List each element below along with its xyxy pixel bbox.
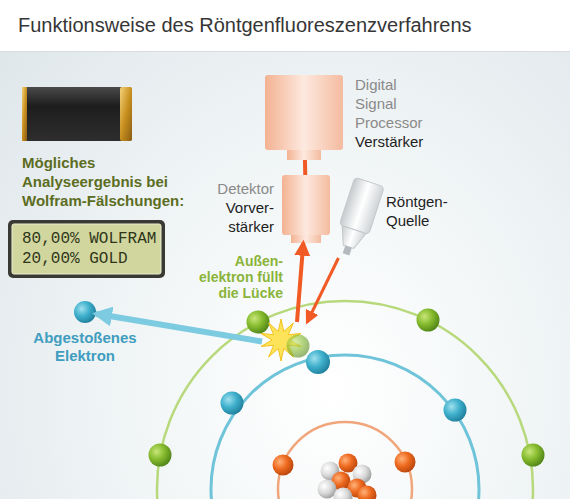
- cylinder-body: [265, 75, 343, 150]
- xray-source: Röntgen- Quelle: [335, 180, 380, 258]
- lcd-frame: [8, 220, 165, 278]
- inner-electron: [273, 455, 294, 476]
- electron-sphere: [74, 301, 96, 323]
- node-label: Röntgen- Quelle: [386, 192, 466, 230]
- source-tip: [343, 246, 352, 256]
- node-outline: [265, 75, 343, 160]
- middle-electron: [444, 399, 467, 422]
- lcd-screen: [12, 224, 161, 274]
- ejected-electron: Abgestoßenes Elektron: [74, 301, 96, 323]
- cylinder-nozzle: [291, 235, 321, 243]
- inner-shell: [278, 422, 412, 499]
- node-text: Detektor: [192, 179, 274, 198]
- outer-electron: [149, 444, 172, 467]
- connector-arrow: [303, 160, 307, 175]
- node-label: Digital Signal ProcessorVerstärker: [355, 75, 439, 151]
- outer-shell: [157, 301, 533, 499]
- node-text: Außen- elektron füllt die Lücke: [183, 253, 283, 301]
- source-body: [339, 177, 384, 234]
- node-outline: [74, 301, 96, 323]
- source-cone: [337, 226, 366, 251]
- node-text: Abgestoßenes Elektron: [15, 329, 155, 365]
- connector-arrow: [96, 314, 262, 342]
- cylinder-nozzle: [287, 150, 321, 160]
- detector-cylinder: DetektorVorver- stärker: [282, 175, 330, 243]
- node-text: Röntgen- Quelle: [386, 192, 466, 230]
- node-outline: [282, 175, 330, 243]
- node-label: DetektorVorver- stärker: [192, 179, 274, 236]
- node-text: Verstärker: [355, 132, 439, 151]
- inner-electron: [395, 452, 416, 473]
- node-outline: [262, 322, 328, 372]
- node-label: Abgestoßenes Elektron: [15, 329, 155, 365]
- page-title: Funktionsweise des Röntgenfluoreszenzver…: [18, 14, 472, 37]
- proton: [358, 486, 377, 499]
- node-text: Vorver- stärker: [192, 198, 274, 236]
- electron-burst: Außen- elektron füllt die Lücke: [262, 322, 328, 372]
- lcd-display: 80,00% WOLFRAM20,00% GOLD: [8, 220, 165, 278]
- node-text: 20,00% GOLD: [22, 249, 162, 269]
- amplifier-cylinder: Digital Signal ProcessorVerstärker: [265, 75, 343, 160]
- node-text: 80,00% WOLFRAM: [22, 229, 162, 249]
- result-caption: Mögliches Analyseergebnis bei Wolfram-Fä…: [22, 153, 194, 210]
- outer-electron: [522, 444, 545, 467]
- outer-electron: [247, 311, 270, 334]
- node-label: 80,00% WOLFRAM20,00% GOLD: [22, 229, 162, 269]
- node-label: Außen- elektron füllt die Lücke: [183, 253, 283, 301]
- chip-gold-end: [22, 87, 27, 141]
- falling-electron: [287, 335, 310, 358]
- connector-arrow: [307, 258, 338, 322]
- middle-shell: [211, 355, 479, 499]
- middle-electron: [221, 392, 244, 415]
- cylinder-body: [282, 175, 330, 235]
- outer-electron: [417, 309, 440, 332]
- node-outline: [335, 180, 380, 258]
- node-text: Digital Signal Processor: [355, 75, 439, 132]
- header-bar: Funktionsweise des Röntgenfluoreszenzver…: [0, 0, 570, 52]
- chip-gold-end: [120, 87, 132, 141]
- neutron: [334, 488, 353, 499]
- node-outline: [8, 220, 165, 278]
- chip-body: [22, 87, 132, 141]
- hit-electron: [306, 350, 330, 374]
- connector-arrow: [297, 243, 303, 322]
